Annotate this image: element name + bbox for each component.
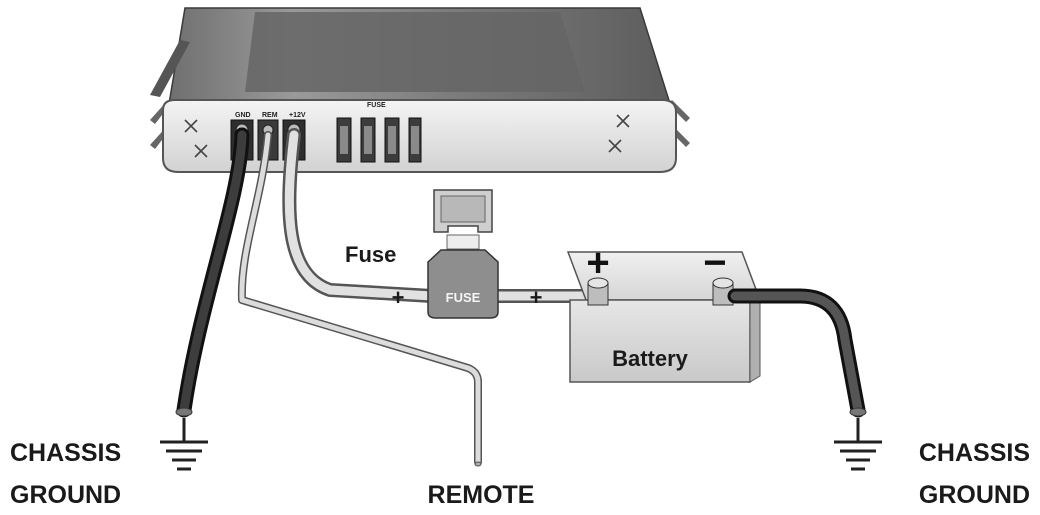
inline-fuse: FUSE Fuse + + <box>345 189 543 319</box>
terminal-gnd-label: GND <box>235 112 251 119</box>
heatsink-fin <box>150 40 190 97</box>
terminal-rem-label: REM <box>262 112 278 119</box>
battery-positive-symbol: + <box>586 241 609 285</box>
terminal-12v-label: +12V <box>289 112 306 119</box>
plus-sign-right: + <box>530 285 543 310</box>
remote-label: REMOTE <box>428 481 535 509</box>
chassis-ground-left-line2: GROUND <box>10 481 121 509</box>
close-x-icon <box>184 114 630 158</box>
power-wire <box>282 128 597 303</box>
battery-negative-symbol: − <box>703 241 726 285</box>
chassis-ground-right-line1: CHASSIS <box>919 439 1030 467</box>
amp-fuses <box>336 117 422 163</box>
inline-fuse-body-label: FUSE <box>446 290 481 305</box>
ground-wire-left <box>175 127 250 418</box>
battery-label: Battery <box>612 346 689 371</box>
ground-symbol-icon <box>834 418 882 471</box>
ground-wire-right <box>727 288 867 418</box>
chassis-ground-left-line1: CHASSIS <box>10 439 121 467</box>
amplifier: GND REM +12V FUSE <box>150 7 690 173</box>
fuse-holder <box>427 249 499 319</box>
battery: + − Battery <box>566 241 762 383</box>
amp-fuse-label: FUSE <box>367 102 386 109</box>
plus-sign-left: + <box>392 285 405 310</box>
ground-symbol-icon <box>160 418 208 471</box>
remote-wire <box>237 131 482 467</box>
fuse-caption: Fuse <box>345 242 396 267</box>
chassis-ground-right-line2: GROUND <box>919 481 1030 509</box>
